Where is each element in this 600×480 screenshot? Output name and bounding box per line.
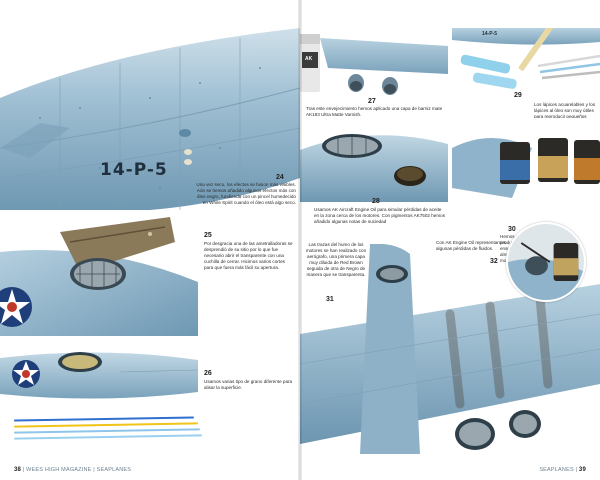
photo-inset-engine-oil — [506, 222, 586, 302]
section-name-right: SEAPLANES — [539, 467, 574, 473]
varnish-jar-label: AK — [305, 56, 313, 62]
step-27-number: 27 — [368, 98, 376, 105]
step-30-number: 30 — [508, 226, 516, 233]
step-26-number: 26 — [204, 370, 212, 377]
photo-varnish-wing: AK — [300, 28, 448, 112]
page-number-right: 39 — [578, 467, 586, 473]
stripe-light-blue — [13, 428, 201, 434]
step-31-caption: Las trazas del humo de los motores se ha… — [305, 242, 367, 277]
spread-gutter — [298, 0, 302, 480]
step-24-caption: Una vez seco, los efectos se fusion más … — [196, 182, 296, 205]
photo-canopy-cutting — [0, 212, 198, 336]
step-32-number: 32 — [490, 258, 498, 265]
hull-code-marking: 14-P-5 — [100, 160, 168, 180]
stripe-yellow — [13, 422, 199, 428]
step-25-number: 25 — [204, 232, 212, 239]
step-32-caption: Con AK Engine Oil representamos algunas … — [436, 240, 506, 251]
footer-left: 38 | WEES HIGH MAGAZINE | SEAPLANES — [14, 467, 132, 473]
page-left: 14-P-5 24 Una vez seco, los efectos se f… — [0, 28, 300, 473]
photo-weathering-jars — [452, 118, 600, 222]
photo-smoke-trails-wing — [300, 244, 600, 454]
footer-right: SEAPLANES | 39 — [539, 467, 586, 473]
magazine-name: WEES HIGH MAGAZINE — [26, 467, 92, 473]
page-right: AK 27 Tras este envejecimiento hemos apl… — [300, 0, 600, 480]
stripe-blue — [13, 416, 195, 422]
step-27-caption: Tras este envejecimiento hemos aplicado … — [306, 106, 443, 117]
step-26-caption: Usamos varias tipo de grano diferente pa… — [204, 379, 293, 390]
step-28-number: 28 — [372, 198, 380, 205]
photo-hull-closeup: 14-P-5 — [0, 28, 300, 210]
section-name-left: SEAPLANES — [96, 467, 132, 473]
photo-pencils: 14-P-5 — [452, 28, 600, 112]
photo-engine-oil-canopy — [300, 120, 448, 202]
page-number-left: 38 — [14, 467, 22, 473]
photo-side-roundel — [0, 342, 198, 406]
step-29-number: 29 — [514, 92, 522, 99]
step-28-caption: Usamos AK Aircraft Engine Oil para simul… — [314, 207, 445, 224]
step-31-number: 31 — [326, 296, 334, 303]
stripe-pale-blue — [13, 434, 203, 440]
step-25-caption: Por desgracia una de las ametralladoras … — [204, 241, 293, 270]
hull-code-small: 14-P-5 — [482, 31, 498, 37]
step-24-number: 24 — [276, 174, 284, 181]
